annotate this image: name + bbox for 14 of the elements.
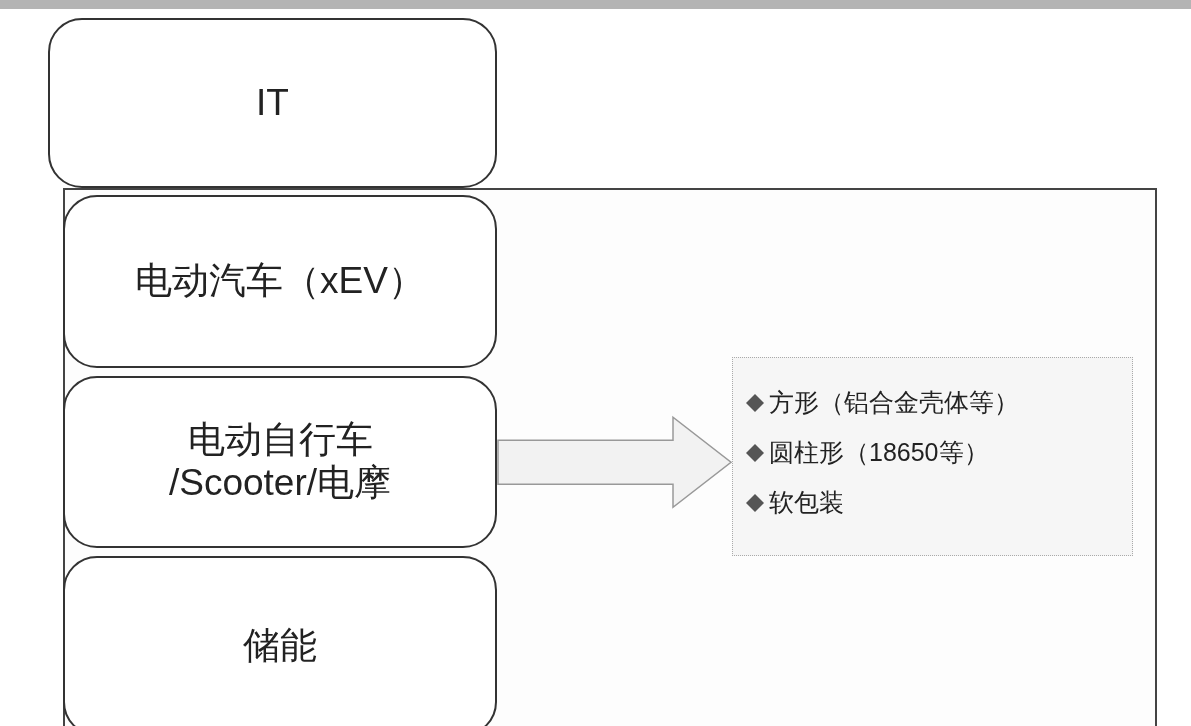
category-box [63,556,497,726]
category-label: 电动汽车（xEV） [135,260,425,303]
category-box [63,376,497,548]
category-label: 电动自行车 /Scooter/电摩 [167,419,393,505]
list-item: 软包装 [769,487,844,518]
category-label: IT [256,81,289,125]
category-box [48,18,497,188]
list-item: 圆柱形（18650等） [769,437,989,468]
list-item: 方形（铝合金壳体等） [769,387,1019,418]
category-label: 储能 [243,624,317,668]
list-box [732,357,1133,556]
group-frame [63,188,1157,726]
block-arrow [497,415,733,509]
category-box [63,195,497,368]
